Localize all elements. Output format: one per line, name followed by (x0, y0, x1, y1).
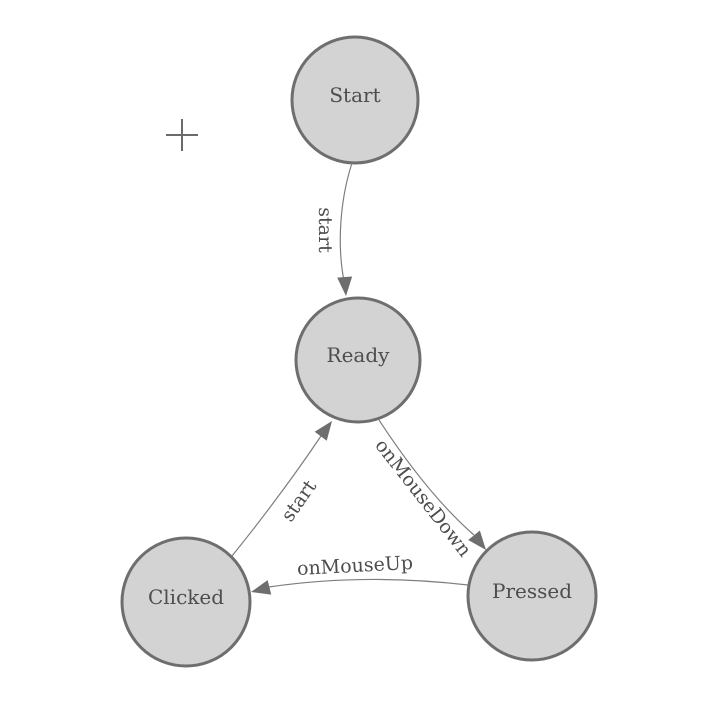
transition-arrowhead-icon-pressed-to-clicked (251, 580, 272, 595)
transition-label-start-to-ready: start (314, 207, 336, 253)
state-node-ready[interactable] (294, 296, 422, 424)
transition-label-clicked-to-ready: start (277, 476, 321, 526)
state-label-clicked: Clicked (148, 585, 224, 609)
transition-label-pressed-to-clicked: onMouseUp (297, 552, 414, 580)
state-label-pressed: Pressed (492, 579, 572, 603)
transition-edge-ready-to-pressed[interactable] (378, 419, 475, 536)
transition-arrowhead-icon-clicked-to-ready (314, 421, 332, 441)
transition-edge-clicked-to-ready[interactable] (231, 435, 322, 557)
state-label-start: Start (329, 83, 380, 107)
transition-label-ready-to-pressed: onMouseDown (370, 435, 475, 561)
transition-arrowhead-icon-start-to-ready (337, 276, 353, 296)
transition-arrowhead-icon-ready-to-pressed (468, 530, 486, 550)
state-node-clicked[interactable] (120, 536, 252, 668)
state-node-pressed[interactable] (466, 530, 598, 662)
state-node-start[interactable] (290, 35, 420, 165)
transition-edge-pressed-to-clicked[interactable] (268, 578, 469, 588)
state-label-ready: Ready (327, 343, 391, 367)
transition-edge-start-to-ready[interactable] (339, 162, 353, 282)
